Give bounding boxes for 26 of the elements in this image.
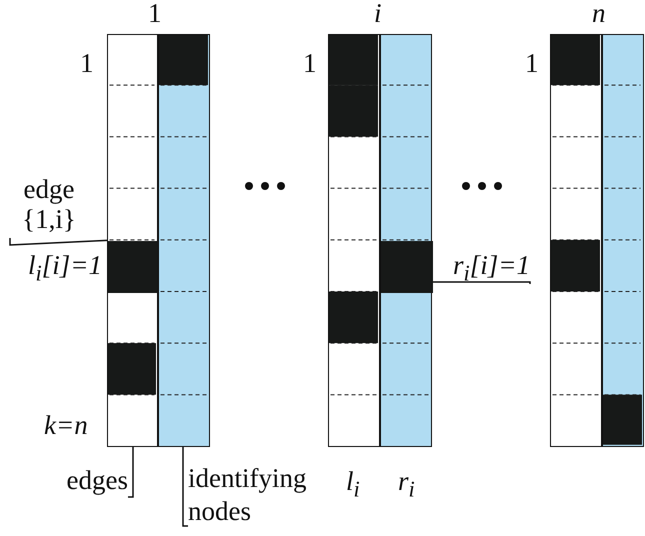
- column-index: 1: [148, 0, 162, 28]
- axis-label: k=n: [44, 410, 88, 440]
- row-index: 1: [303, 48, 316, 78]
- column-label: r$_{i}$: [398, 466, 415, 504]
- annotation-text: identifying nodes: [188, 462, 308, 528]
- row-index: 1: [525, 48, 538, 78]
- matrix-column: [602, 34, 644, 447]
- column-index: i: [374, 0, 382, 28]
- leader-line: [9, 238, 108, 246]
- column-label: l$_{i}$: [346, 466, 360, 504]
- leader-line: [432, 281, 531, 284]
- filled-cell: [108, 241, 159, 293]
- row-index: 1: [80, 48, 94, 78]
- formula-text: l$_{i}$[i]=1: [26, 250, 102, 287]
- leader-line: [182, 446, 188, 527]
- leader-line: [128, 446, 134, 498]
- annotation-text: edge {1,i}: [21, 174, 77, 234]
- matrix-column: [380, 34, 432, 447]
- matrix-column: [550, 34, 602, 447]
- matrix-column: [328, 34, 380, 447]
- annotation-text: edges: [66, 465, 128, 495]
- matrix-column: [158, 34, 210, 447]
- filled-cell: [381, 241, 433, 293]
- formula-text: r$_{i}$[i]=1: [452, 250, 530, 288]
- column-index: n: [592, 0, 606, 28]
- matrix-column: [107, 34, 158, 447]
